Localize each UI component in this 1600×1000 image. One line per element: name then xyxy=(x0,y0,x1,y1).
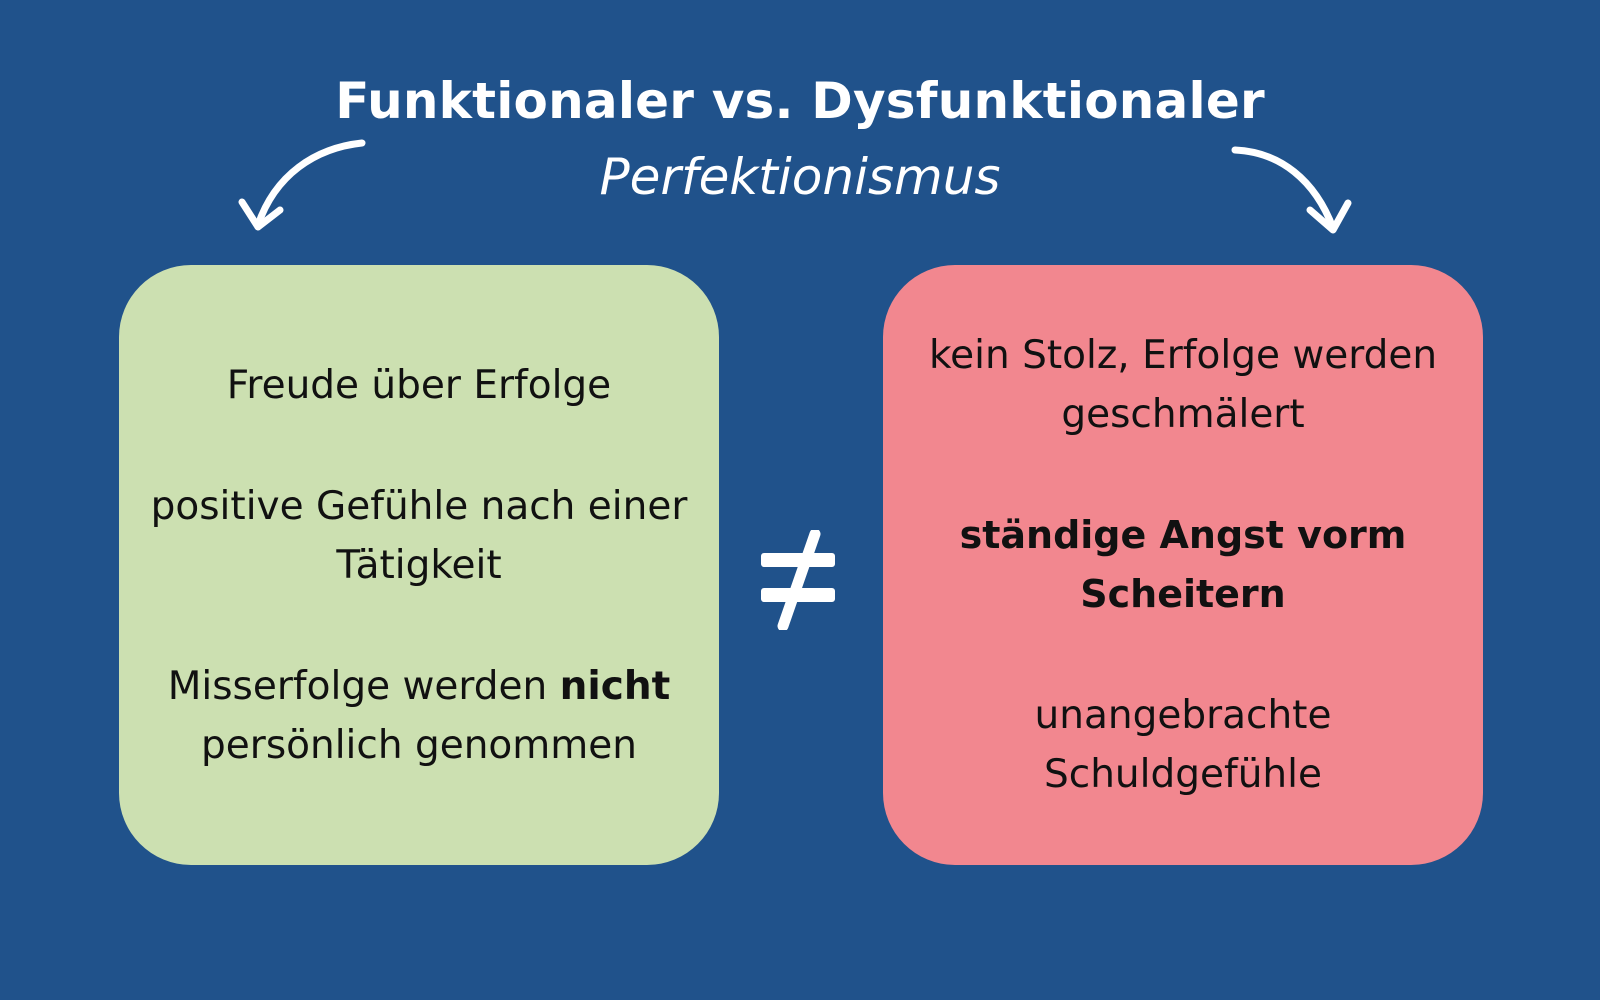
functional-item-emphasis: nicht xyxy=(559,663,671,709)
not-equal-icon xyxy=(761,530,835,630)
dysfunctional-item: ständige Angst vorm Scheitern xyxy=(959,513,1407,616)
functional-item: positive Gefühle nach einer Tätigkeit xyxy=(150,483,688,588)
functional-item: Freude über Erfolge xyxy=(226,362,612,408)
functional-item-text: Misserfolge werden xyxy=(167,663,560,709)
curved-arrow-right-icon xyxy=(1231,146,1352,234)
dysfunctional-item: unangebrachte Schuldgefühle xyxy=(1034,693,1332,797)
diagram-title: Funktionaler vs. Dysfunktionaler xyxy=(335,72,1265,130)
functional-card: Freude über Erfolge positive Gefühle nac… xyxy=(119,265,719,865)
functional-item-text: persönlich genommen xyxy=(201,722,637,768)
functional-item: Misserfolge werden nicht persönlich geno… xyxy=(119,657,719,775)
dysfunctional-card: kein Stolz, Erfolge werden geschmälert s… xyxy=(883,265,1483,865)
diagram-subtitle: Perfektionismus xyxy=(599,148,1001,206)
curved-arrow-left-icon xyxy=(238,139,366,231)
dysfunctional-item: kein Stolz, Erfolge werden geschmälert xyxy=(928,333,1438,437)
